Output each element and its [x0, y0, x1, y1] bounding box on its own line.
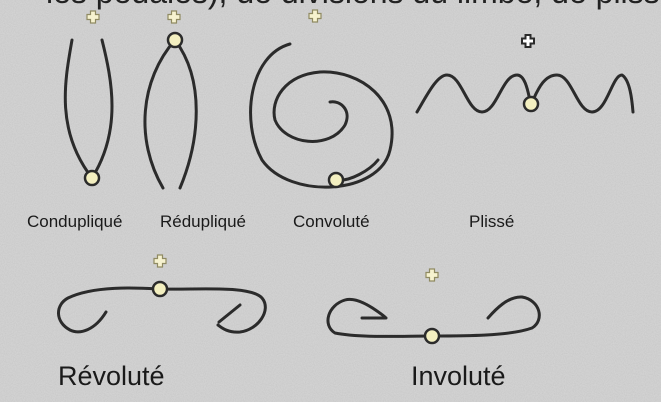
- reduplique-figure: [143, 31, 198, 190]
- slide-title-fragment: les pédales), de divisions du limbe, de …: [46, 0, 661, 11]
- cross-marker-5: [425, 268, 439, 282]
- conduplique-figure: [63, 38, 114, 187]
- cross-marker-3: [308, 9, 322, 23]
- revolute-figure: [57, 280, 267, 334]
- cross-marker-1: [86, 10, 100, 24]
- label-involute: Involuté: [411, 361, 506, 391]
- label-plisse: Plissé: [469, 212, 515, 231]
- label-revolute: Révoluté: [58, 361, 165, 391]
- cross-marker-4: [153, 254, 167, 268]
- label-conduplique: Condupliqué: [27, 212, 123, 231]
- label-convolute: Convoluté: [293, 212, 370, 231]
- plisse-figure: [415, 73, 635, 114]
- cross-marker-dark: [521, 34, 535, 48]
- cross-marker-2: [167, 10, 181, 24]
- involute-figure: [326, 295, 541, 345]
- convolute-figure: [249, 42, 394, 189]
- label-reduplique: Rédupliqué: [160, 212, 247, 231]
